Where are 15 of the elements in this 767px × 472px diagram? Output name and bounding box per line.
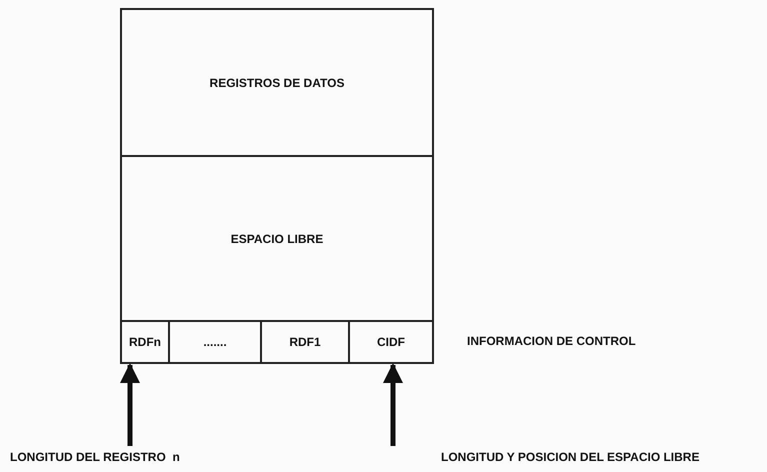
record-field-box — [120, 8, 434, 157]
field-label: LONGITUD Y POSICION DEL ESPACIO LIBRE — [441, 450, 700, 464]
field-label: RDFn — [129, 335, 161, 349]
field-label: RDF1 — [289, 335, 321, 349]
field-label: LONGITUD DEL REGISTRO n — [10, 450, 180, 464]
record-field-box — [120, 320, 170, 364]
field-label: ESPACIO LIBRE — [230, 232, 324, 246]
section-label: INFORMACION DE CONTROL — [467, 334, 636, 348]
record-field-box — [348, 320, 434, 364]
arrow — [120, 363, 140, 446]
field-label: REGISTROS DE DATOS — [210, 76, 344, 90]
field-label: CIDF — [377, 335, 405, 349]
field-label: ....... — [203, 335, 227, 349]
arrow — [383, 363, 403, 446]
record-field-box — [120, 155, 434, 322]
